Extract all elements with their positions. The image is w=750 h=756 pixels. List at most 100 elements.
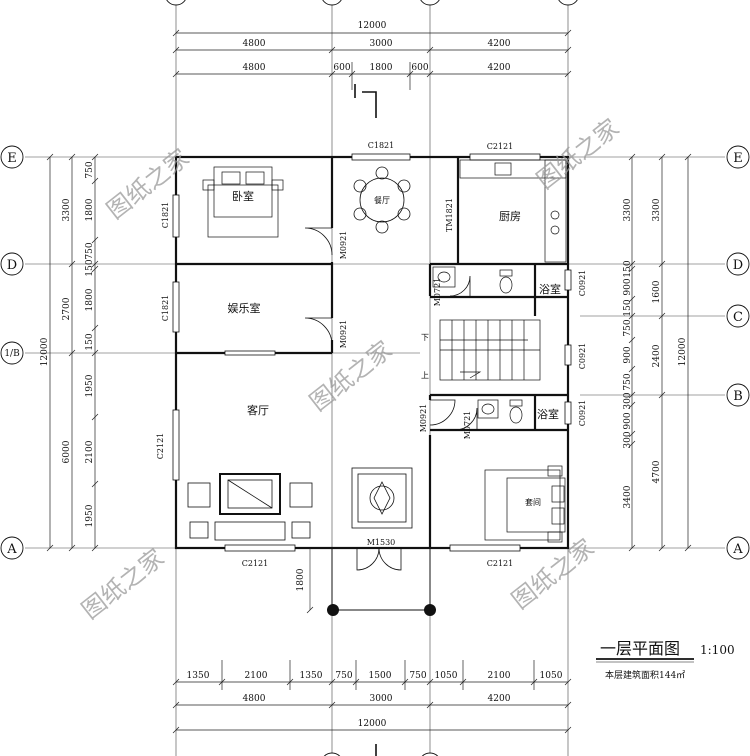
bot-dim-1: 1350 [187, 671, 210, 681]
right-dim-overall: 12000 [678, 337, 688, 366]
bot-dim-3: 1350 [300, 671, 323, 681]
tag-m0721-b: M0721 [463, 411, 472, 440]
top-dim-2: 3000 [370, 39, 393, 49]
bot-dim-10: 4800 [243, 694, 266, 704]
bath-fixtures [432, 266, 523, 424]
watermark-3: 图纸之家 [304, 336, 397, 417]
bot-dim-6: 750 [409, 671, 426, 681]
tag-c2121-left: C2121 [156, 433, 165, 459]
right-dim-mid-3: 2400 [652, 344, 662, 367]
tag-m0921-rec: M0921 [339, 320, 348, 349]
right-dim-inner-10: 3400 [623, 485, 633, 508]
section-mark [354, 84, 377, 118]
top-dimensions [172, 29, 572, 90]
tag-c1821-bed: C1821 [161, 202, 170, 228]
tag-m0921-hall: M0921 [419, 404, 428, 433]
left-dim-inner-6: 150 [85, 333, 95, 350]
top-dim-1: 4800 [243, 39, 266, 49]
area-note: 本层建筑面积144㎡ [605, 669, 685, 681]
left-dim-inner-8: 2100 [85, 440, 95, 463]
staircase [439, 319, 541, 381]
tag-c0921-b: C0921 [578, 343, 587, 369]
top-dim-4: 4800 [243, 63, 266, 73]
axis-D-left: D [7, 258, 17, 273]
plan-scale: 1:100 [700, 643, 735, 657]
right-dim-mid-4: 4700 [652, 460, 662, 483]
top-dim-8: 4200 [488, 63, 511, 73]
tag-m0921-bed: M0921 [339, 231, 348, 260]
tag-c0921-c: C0921 [578, 400, 587, 426]
bot-dim-12: 4200 [488, 694, 511, 704]
top-dim-overall: 12000 [358, 21, 387, 31]
living-furniture [187, 467, 413, 541]
left-dim-inner-5: 1800 [85, 288, 95, 311]
left-dim-inner-9: 1950 [85, 504, 95, 527]
right-dim-inner-8: 900 [623, 412, 633, 429]
bedroom-bed [202, 166, 284, 238]
bot-dim-9: 1050 [540, 671, 563, 681]
left-dim-inner-1: 750 [85, 161, 95, 178]
top-dim-5: 600 [333, 63, 350, 73]
tag-c1821-rec: C1821 [161, 295, 170, 321]
axis-B-right: B [733, 389, 743, 404]
kitchen-fixtures [459, 159, 567, 263]
room-kitchen: 厨房 [499, 210, 521, 223]
axis-E-left: E [7, 151, 17, 166]
tag-c2121-top: C2121 [487, 142, 513, 151]
right-dim-inner-7: 300 [623, 392, 633, 409]
right-dim-inner-4: 750 [623, 319, 633, 336]
bot-dim-2: 2100 [245, 671, 268, 681]
watermark-2: 图纸之家 [531, 114, 624, 195]
axis-E-right: E [733, 151, 743, 166]
axis-1B-left: 1/B [4, 349, 20, 359]
right-dimensions [628, 153, 692, 552]
top-dim-7: 600 [411, 63, 428, 73]
top-dim-6: 1800 [370, 63, 393, 73]
right-dim-inner-1: 150 [623, 260, 633, 277]
room-dining: 餐厅 [374, 196, 390, 205]
right-dim-inner-5: 900 [623, 346, 633, 363]
plan-title: 一层平面图 [600, 639, 680, 658]
tag-c1821-top: C1821 [368, 141, 394, 150]
tag-m1530: M1530 [367, 538, 396, 547]
porch-depth: 1800 [296, 568, 306, 591]
left-dim-mid-2: 2700 [62, 297, 72, 320]
right-dim-mid-1: 3300 [652, 198, 662, 221]
windows [172, 153, 572, 552]
watermark-1: 图纸之家 [101, 144, 194, 225]
tag-tm1821: TM1821 [445, 198, 454, 232]
room-living: 客厅 [247, 403, 269, 417]
axis-A-right: A [732, 542, 743, 557]
tag-c2121-bot-l: C2121 [242, 559, 268, 568]
bot-dim-4: 750 [335, 671, 352, 681]
left-dim-mid-1: 3300 [62, 198, 72, 221]
left-dim-mid-3: 6000 [62, 440, 72, 463]
left-dim-overall: 12000 [40, 337, 50, 366]
axis-D-right: D [733, 258, 743, 273]
bot-dim-11: 3000 [370, 694, 393, 704]
bot-dim-8: 2100 [488, 671, 511, 681]
bot-dim-5: 1500 [369, 671, 392, 681]
tag-m0721-a: M0721 [433, 278, 442, 307]
watermark-4: 图纸之家 [76, 544, 169, 625]
axis-A-left: A [6, 542, 17, 557]
stair-up-label: 上 [421, 371, 429, 380]
room-recreation: 娱乐室 [228, 301, 261, 315]
right-dim-inner-2: 900 [623, 278, 633, 295]
bot-dim-7: 1050 [435, 671, 458, 681]
left-dim-inner-7: 1950 [85, 374, 95, 397]
left-dimensions [46, 153, 99, 552]
room-suite: 套间 [525, 497, 541, 507]
left-dim-inner-3: 750 [85, 242, 95, 259]
right-dim-mid-2: 1600 [652, 280, 662, 303]
room-bedroom: 卧室 [232, 189, 254, 203]
room-bath-1: 浴室 [539, 282, 561, 296]
stair-down-label: 下 [421, 333, 429, 342]
tag-c0921-a: C0921 [578, 270, 587, 296]
right-dim-inner-6: 750 [623, 373, 633, 390]
bottom-dimensions [172, 660, 572, 734]
axis-C-right: C [733, 310, 743, 325]
top-dim-3: 4200 [488, 39, 511, 49]
